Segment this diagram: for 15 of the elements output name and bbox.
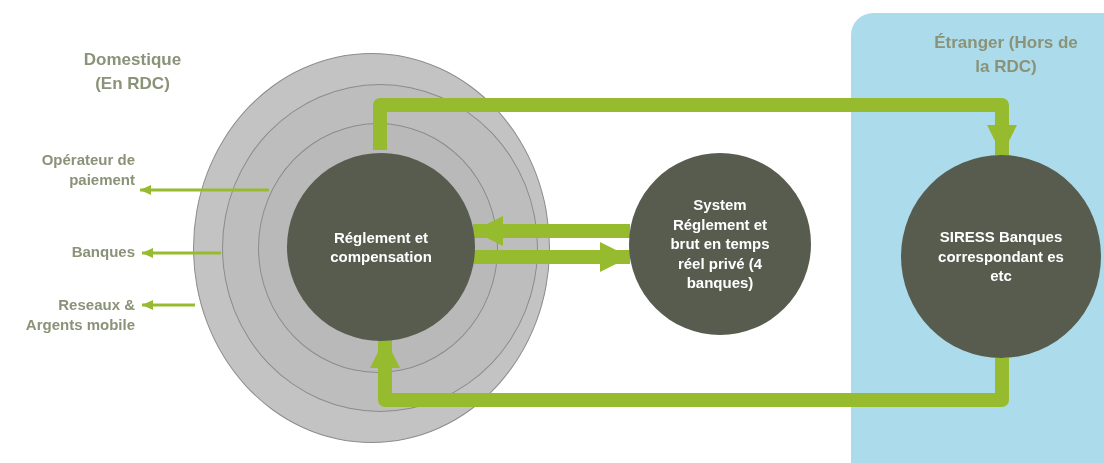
category-label: Opérateur de paiement [10, 150, 135, 210]
arrow [142, 300, 195, 310]
category-label: Reseaux & Argents mobile [10, 295, 135, 355]
region-panel [851, 13, 1104, 463]
arrow [473, 216, 630, 246]
region-title: Étranger (Hors de la RDC) [933, 32, 1079, 78]
arrow [142, 248, 221, 258]
circle-node: Réglement et compensation [287, 153, 475, 341]
region-title: Domestique (En RDC) [82, 49, 183, 95]
arrow [472, 242, 630, 272]
arrow [370, 338, 1009, 407]
category-label: Banques [10, 242, 135, 272]
circle-node: System Réglement et brut en temps réel privé (4 banques) [629, 153, 811, 335]
circle-node: SIRESS Banques correspondant es etc [901, 155, 1101, 358]
arrow [140, 185, 269, 195]
